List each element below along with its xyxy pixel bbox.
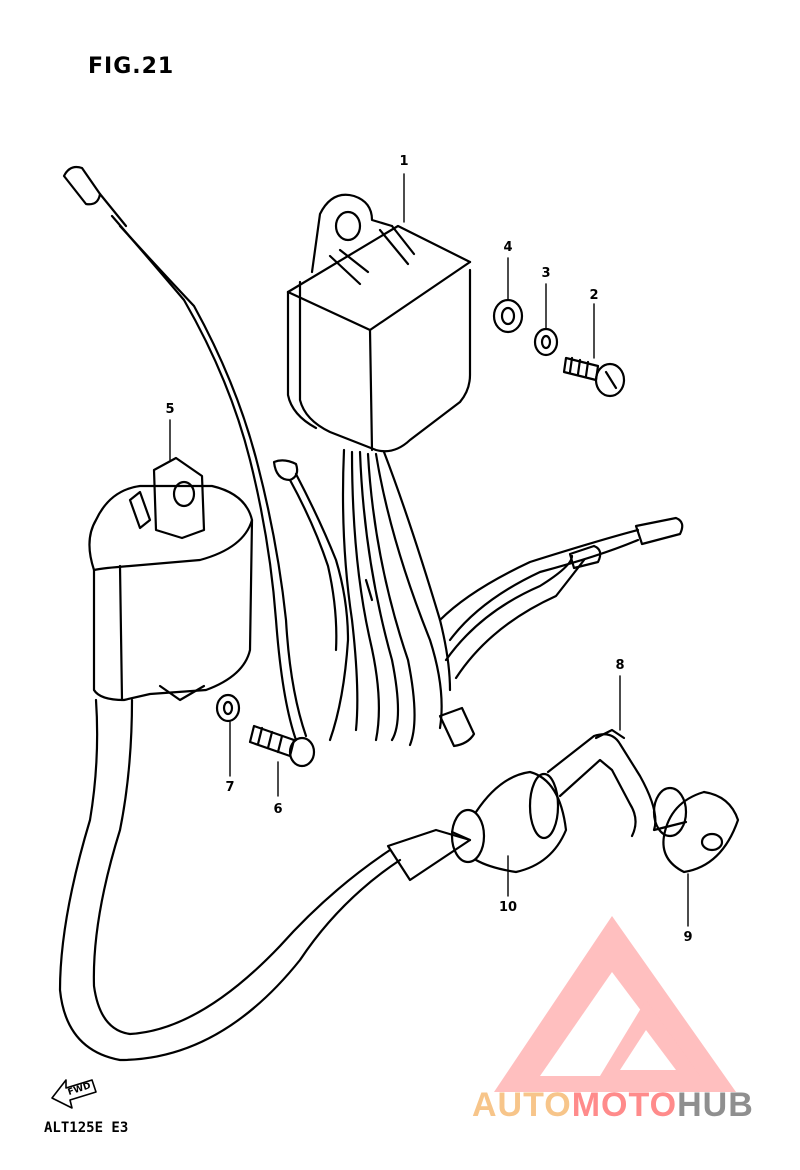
leader-lines (169, 173, 689, 927)
ground-lead-wire (62, 165, 308, 742)
rubber-cap-part-9 (662, 790, 740, 874)
washer-part-7 (215, 693, 241, 723)
ignition-coil-part-5 (88, 456, 254, 702)
forward-label: FWD (67, 1081, 92, 1098)
cdi-wire-harness (272, 448, 684, 748)
callout-3: 3 (541, 266, 551, 281)
callout-1: 1 (399, 154, 409, 169)
watermark-logo (494, 916, 736, 1092)
callout-7: 7 (225, 780, 235, 795)
callout-4: 4 (503, 240, 513, 255)
washer-part-4 (492, 298, 524, 334)
plug-cap-boot-part-10 (450, 770, 568, 874)
forward-arrow-icon (51, 1079, 97, 1109)
callout-5: 5 (165, 402, 175, 417)
callout-2: 2 (589, 288, 599, 303)
wordmark-hub: HUB (677, 1086, 754, 1124)
screw-part-2 (562, 356, 626, 398)
lock-washer-part-3 (533, 327, 559, 357)
spark-plug-cap-part-8 (546, 728, 688, 838)
callout-8: 8 (615, 658, 625, 673)
callout-10: 10 (498, 900, 518, 915)
model-code: ALT125E E3 (44, 1120, 129, 1136)
callout-9: 9 (683, 930, 693, 945)
callout-6: 6 (273, 802, 283, 817)
watermark-wordmark: AUTOMOTOHUB (472, 1086, 754, 1125)
cdi-unit-part-1 (286, 193, 472, 453)
screw-part-6 (248, 724, 316, 768)
figure-title: FIG.21 (88, 54, 175, 79)
wordmark-moto: MOTO (571, 1086, 678, 1124)
ht-lead (58, 698, 472, 1062)
wordmark-auto: AUTO (472, 1086, 572, 1124)
